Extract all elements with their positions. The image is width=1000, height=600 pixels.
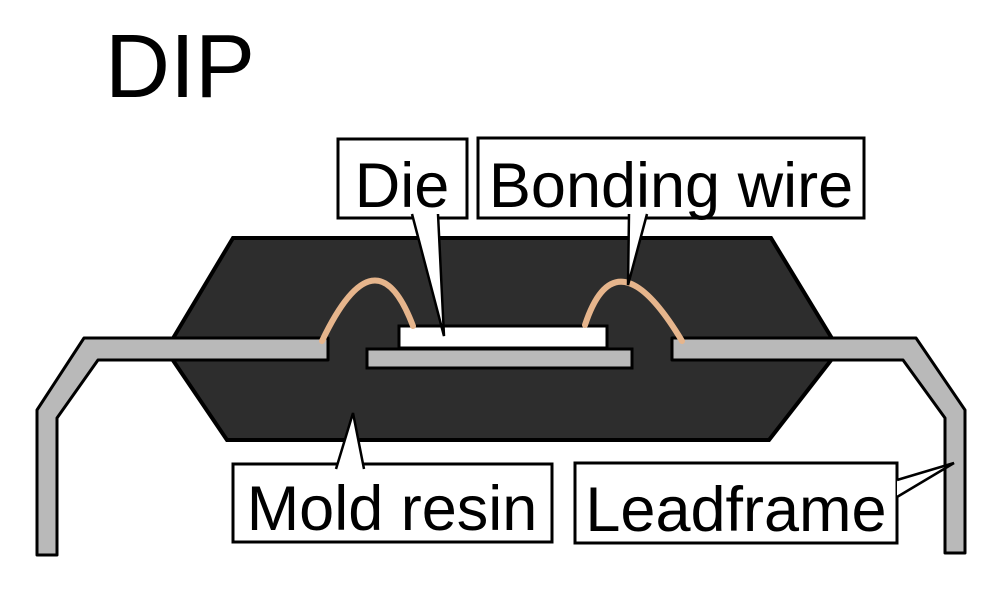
die-pad-shape: [365, 347, 634, 370]
leadframe-label-text: Leadframe: [585, 475, 886, 545]
leadframe-label-box: [573, 461, 899, 545]
bonding-wire-callout-pointer: [626, 213, 649, 286]
die-label-box: [336, 137, 469, 220]
leadframe-left-lead-shape: [35, 336, 330, 557]
bonding-wire-label-box: [476, 136, 866, 220]
mold-resin-label-box: [231, 462, 554, 544]
leadframe-right-lead-shape: [670, 336, 967, 555]
bonding-wire-left-shape: [319, 277, 416, 344]
diagram-title: DIP: [105, 17, 255, 117]
die-callout-pointer: [410, 213, 446, 337]
bonding-wire-right-shape: [582, 278, 685, 344]
die-label-text: Die: [355, 151, 450, 221]
leadframe-callout-pointer: [896, 461, 955, 499]
die-shape: [397, 324, 609, 350]
bonding-wire-label-text: Bonding wire: [489, 151, 853, 221]
mold-resin-label-text: Mold resin: [247, 474, 538, 544]
mold-resin-callout-pointer: [334, 412, 366, 470]
